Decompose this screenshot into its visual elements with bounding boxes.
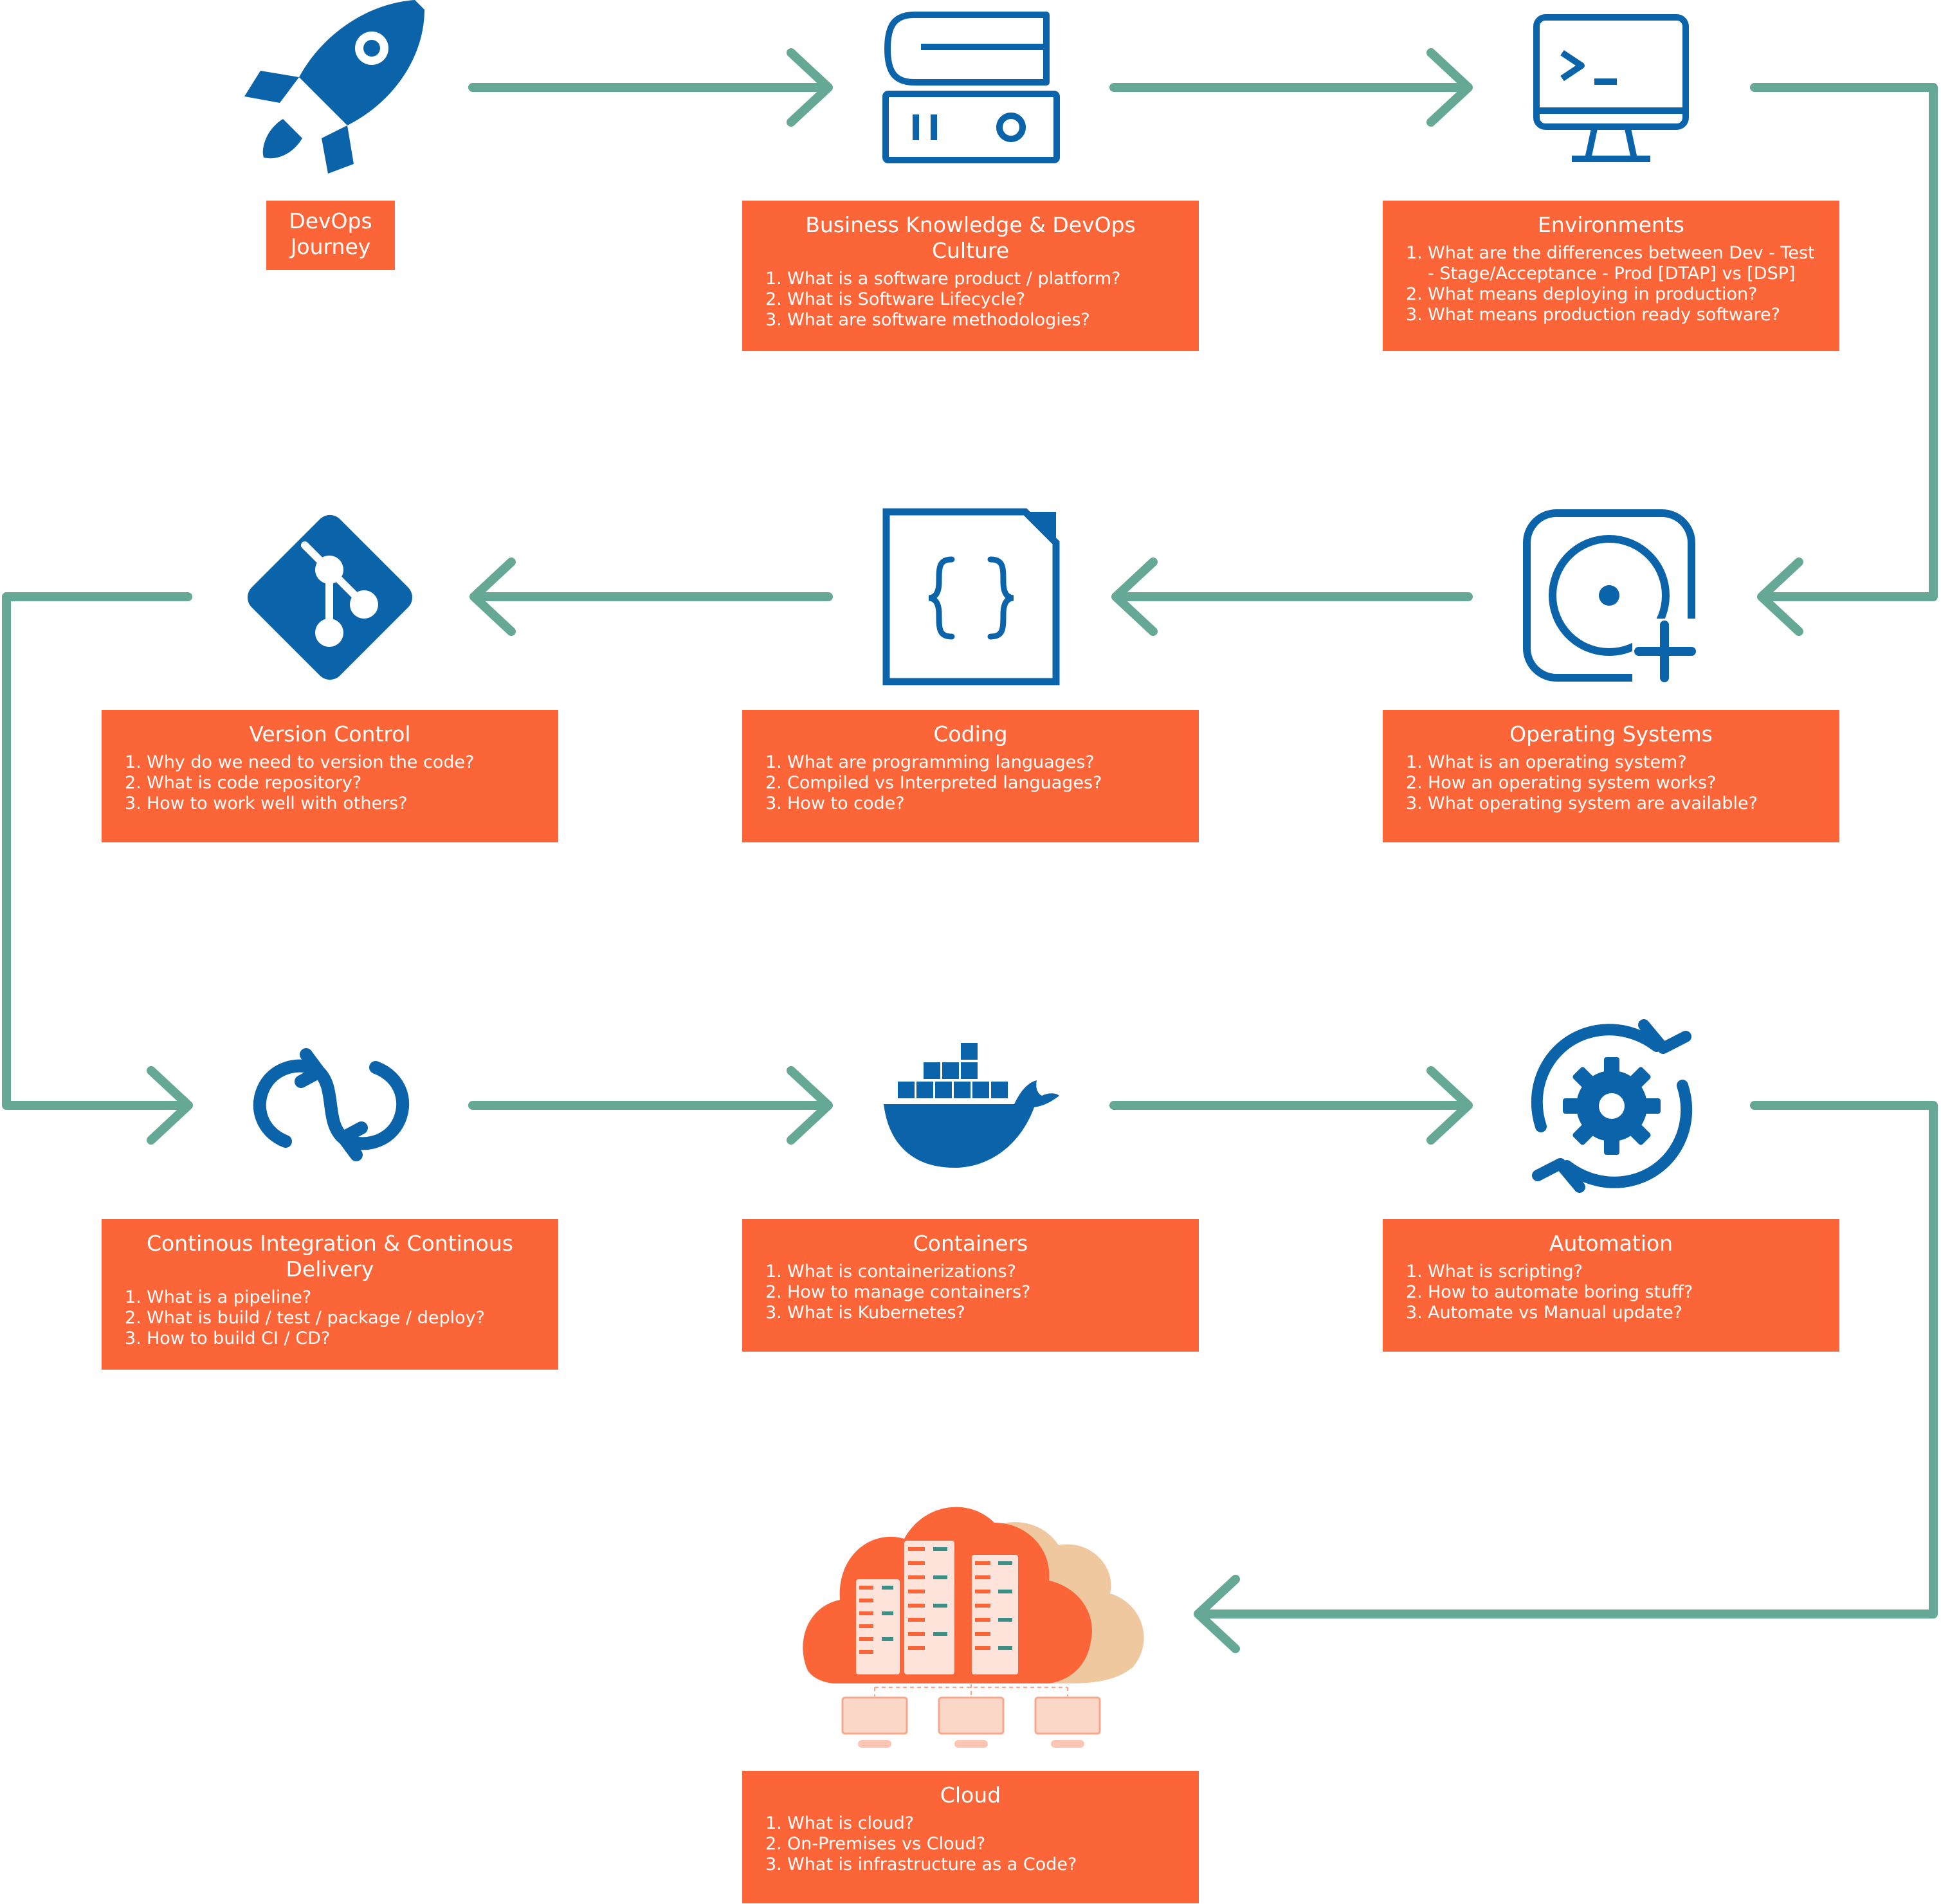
rocket-icon [244,0,424,174]
list-item: 2.What is Software Lifecycle? [765,289,1026,309]
containers-box: Containers 1.What is containerizations? … [742,1219,1199,1352]
arrow-automation-to-cloud [1194,1101,1938,1653]
coding-questions: 1.What are programming languages? 2.Comp… [765,752,1176,814]
automation-box: Automation 1.What is scripting? 2.How to… [1383,1219,1839,1352]
list-item: 2.What is build / test / package / deplo… [125,1308,485,1328]
books-icon [882,12,1060,163]
operating-systems-title: Operating Systems [1509,721,1713,747]
business-knowledge-title: Business Knowledge & DevOps Culture [805,212,1136,263]
list-item: 2.What is code repository? [125,773,362,793]
arrow-environments-to-operating-systems [1750,83,1938,636]
automation-questions: 1.What is scripting? 2.How to automate b… [1406,1262,1816,1323]
business-knowledge-box: Business Knowledge & DevOps Culture 1.Wh… [742,201,1199,351]
list-item: 2.How to automate boring stuff? [1406,1282,1693,1302]
list-item: 1.What is cloud? [765,1813,915,1833]
list-item: 2.How an operating system works? [1406,773,1717,793]
list-item: 2.How to manage containers? [765,1282,1031,1302]
arrow-coding-to-version-control [469,558,833,636]
docker-whale-icon [884,1043,1059,1168]
coding-title: Coding [933,721,1008,747]
automation-title: Automation [1549,1231,1673,1256]
list-item: 3.How to build CI / CD? [125,1328,331,1348]
list-item: 1.What is an operating system? [1406,752,1687,772]
arrow-start-to-business [468,48,833,127]
list-item: 2.What means deploying in production? [1406,284,1758,304]
environments-title: Environments [1538,212,1684,237]
version-control-questions: 1.Why do we need to version the code? 2.… [125,752,535,814]
list-item: 3.What is infrastructure as a Code? [765,1854,1077,1874]
version-control-box: Version Control 1.Why do we need to vers… [102,710,558,842]
arrow-containers-to-automation [1109,1066,1473,1145]
list-item: 1.What is scripting? [1406,1262,1583,1282]
cloud-title: Cloud [940,1782,1001,1808]
code-file-icon [882,508,1060,685]
list-item: 3.What are software methodologies? [765,310,1090,330]
cicd-box: Continous Integration & Continous Delive… [102,1219,558,1370]
devops-journey-box: DevOps Journey [266,201,395,270]
cloud-servers-icon [803,1507,1144,1748]
arrow-version-control-to-cicd [2,592,193,1145]
business-knowledge-questions: 1.What is a software product / platform?… [765,269,1176,331]
list-item: 3.What is Kubernetes? [765,1303,965,1323]
list-item: 2.On-Premises vs Cloud? [765,1834,986,1854]
operating-systems-questions: 1.What is an operating system? 2.How an … [1406,752,1816,814]
cloud-box: Cloud 1.What is cloud? 2.On-Premises vs … [742,1771,1199,1903]
cicd-questions: 1.What is a pipeline? 2.What is build / … [125,1287,535,1349]
list-item: 1.What is a software product / platform? [765,269,1121,289]
environments-questions: 1.What are the differences between Dev -… [1406,243,1816,325]
arrow-cicd-to-containers [468,1066,833,1145]
list-item: 3.How to code? [765,793,905,813]
list-item: 2.Compiled vs Interpreted languages? [765,773,1102,793]
cicd-loop-icon [253,1048,410,1161]
monitor-terminal-icon [1533,14,1689,162]
cloud-questions: 1.What is cloud? 2.On-Premises vs Cloud?… [765,1813,1176,1875]
list-item: 3.What operating system are available? [1406,793,1758,813]
list-item: 1.What is containerizations? [765,1262,1016,1282]
environments-box: Environments 1.What are the differences … [1383,201,1839,351]
list-item: 1.What is a pipeline? [125,1287,312,1307]
coding-box: Coding 1.What are programming languages?… [742,710,1199,842]
operating-systems-box: Operating Systems 1.What is an operating… [1383,710,1839,842]
gear-sync-icon [1531,1019,1693,1193]
containers-title: Containers [913,1231,1028,1256]
disk-plus-icon [1523,509,1697,683]
arrow-business-to-environments [1109,48,1473,127]
list-item: 1.What are the differences between Dev -… [1406,243,1815,284]
list-item: 1.Why do we need to version the code? [125,752,475,772]
list-item: 1.What are programming languages? [765,752,1095,772]
list-item: 3.What means production ready software? [1406,305,1780,325]
list-item: 3.Automate vs Manual update? [1406,1303,1683,1323]
version-control-title: Version Control [249,721,411,747]
list-item: 3.How to work well with others? [125,793,408,813]
devops-journey-title: DevOps Journey [289,208,372,259]
arrow-operating-systems-to-coding [1111,558,1473,636]
containers-questions: 1.What is containerizations? 2.How to ma… [765,1262,1176,1323]
cicd-title: Continous Integration & Continous Delive… [147,1231,513,1282]
git-icon [247,514,413,680]
